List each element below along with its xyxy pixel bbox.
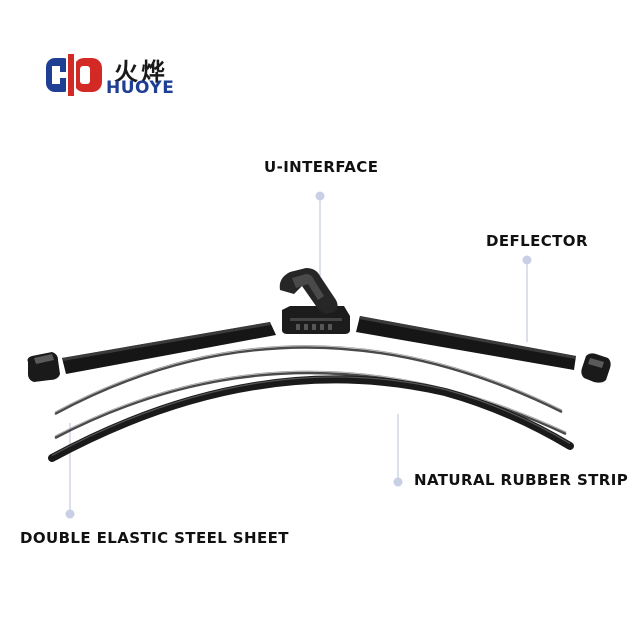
rubber-strip-label: NATURAL RUBBER STRIP xyxy=(414,471,628,489)
steel-sheet-marker-dot xyxy=(66,510,75,519)
u-interface-adapter xyxy=(280,268,350,334)
deflector-label: DEFLECTOR xyxy=(486,232,588,250)
u-interface-marker-dot xyxy=(316,192,325,201)
u-interface-label: U-INTERFACE xyxy=(264,158,378,176)
rubber-strip-marker-dot xyxy=(394,478,403,487)
steel-sheet-label: DOUBLE ELASTIC STEEL SHEET xyxy=(20,529,289,547)
right-end-cap xyxy=(581,353,610,382)
deflector-marker-dot xyxy=(523,256,532,265)
